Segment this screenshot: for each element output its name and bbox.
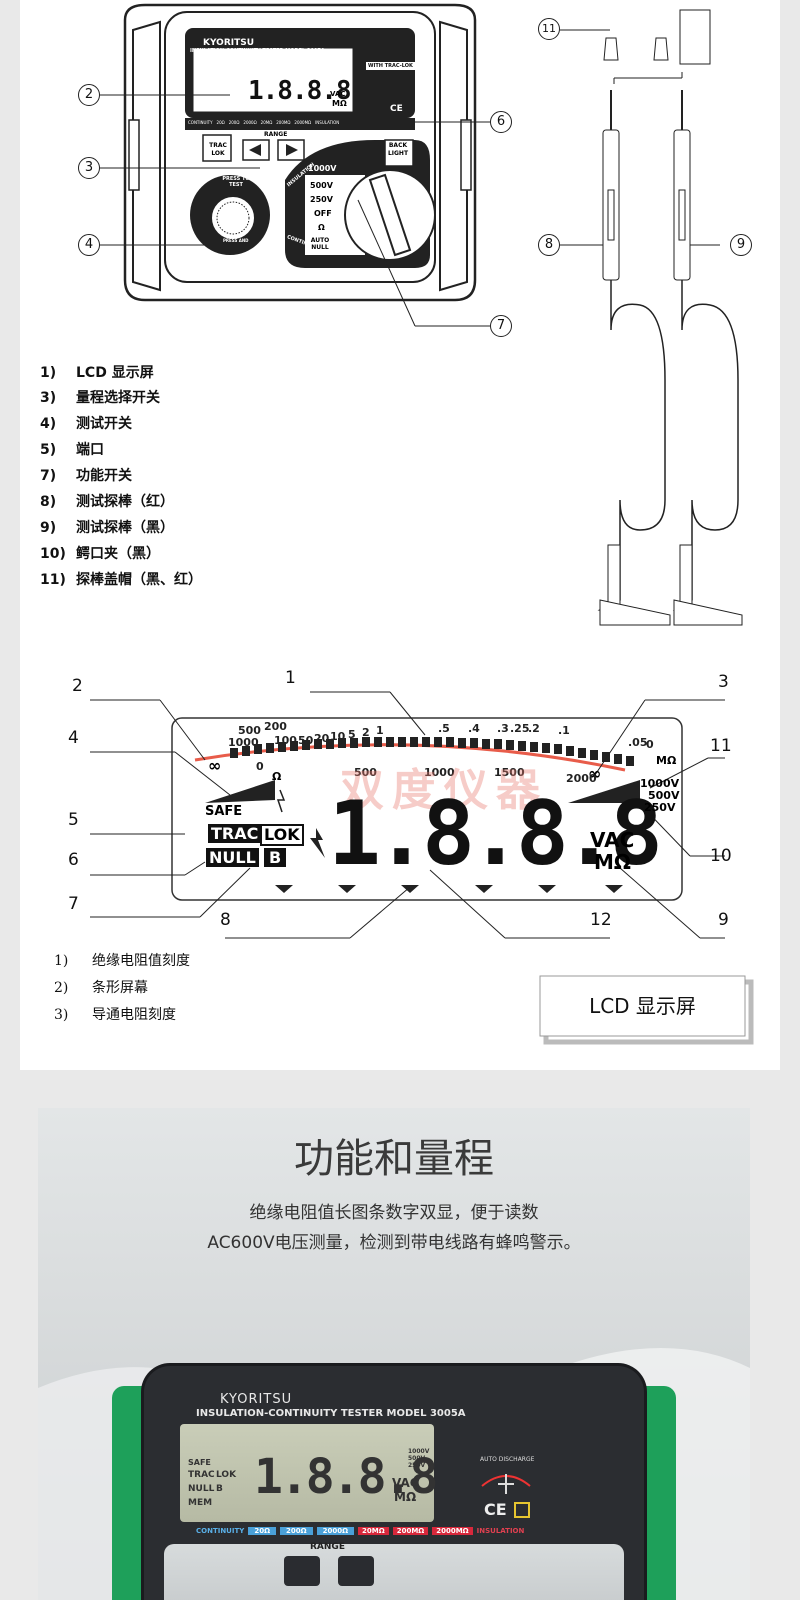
photo-lcd: SAFE TRAC LOK NULL B MEM 1.8.8.8 VAC MΩ … [180,1424,438,1522]
lcd-unit-label: MΩ [594,850,631,874]
photo-brand: KYORITSU [220,1392,293,1407]
device-press-and-label: PRESS AND [223,238,249,243]
lcd-callout-3: 3 [718,672,729,692]
lcd-scale-ohm: Ω [272,770,282,783]
legend-item: 3)量程选择开关 [40,390,160,406]
photo-ce-mark: CE [484,1500,507,1519]
device-dial-250v: 250V [310,195,333,204]
photo-range-label: RANGE [310,1542,345,1552]
device-press-to-test-label: PRESS TO TEST [222,176,250,188]
lcd-caption-box-label: LCD 显示屏 [589,994,696,1018]
section-line-2: AC600V电压测量，检测到带电线路有蜂鸣警示。 [207,1233,581,1253]
lcd-b-label: B [264,848,287,867]
legend-item: 3)导通电阻刻度 [54,1007,176,1023]
callout-7: 7 [490,315,512,337]
section-title: 功能和量程 [294,1136,494,1182]
device-unit-mohm: MΩ [332,99,347,108]
lcd-diagram-card: 500 200 1000 100 50 20 10 5 2 1 .5 .4 .3… [20,640,780,1070]
lcd-callout-11: 11 [710,736,732,756]
lcd-callout-8: 8 [220,910,231,930]
lcd-safe-label: SAFE [205,804,243,819]
photo-range-right-button[interactable] [338,1556,374,1586]
device-trac-lok-label: WITH TRAC-LOK [366,62,415,70]
device-diagram-card: KYORITSU INSULATION-CONTINUITY TESTER MO… [20,0,780,640]
photo-square-mark [514,1502,530,1518]
lcd-scale-mohm: MΩ [656,754,677,767]
legend-item: 7)功能开关 [40,468,132,484]
section-line-1: 绝缘电阻值长图条数字双显，便于读数 [249,1203,539,1223]
lcd-callout-2: 2 [72,676,83,696]
photo-model-line: INSULATION-CONTINUITY TESTER MODEL 3005A [196,1408,466,1419]
lcd-digits: 1.8.8.8 [328,782,663,885]
device-brand: KYORITSU [203,38,255,48]
legend-item: 1)绝缘电阻值刻度 [54,953,190,969]
callout-6: 6 [490,111,512,133]
lcd-scale-inf-left: ∞ [208,756,222,775]
device-dial-1000v: 1000V [308,164,337,173]
lcd-callout-6: 6 [68,850,79,870]
photo-lower-panel [164,1544,624,1600]
callout-3: 3 [78,157,100,179]
device-trac-lok-button-label[interactable]: TRAC LOK [209,142,227,157]
legend-item: 4)测试开关 [40,416,132,432]
callout-8: 8 [538,234,560,256]
lcd-lok-label: LOK [260,824,304,846]
photo-discharge-icon [481,1474,531,1494]
callout-9: 9 [730,234,752,256]
device-dial-auto-null: AUTO NULL [310,237,330,251]
callout-lines-1 [100,9,743,626]
feature-section: 功能和量程 绝缘电阻值长图条数字双显，便于读数 AC600V电压测量，检测到带电… [38,1108,750,1600]
device-ce-mark: CE [390,104,403,114]
lcd-callout-5: 5 [68,810,79,830]
lcd-null-label: NULL [206,848,259,867]
lcd-scale-top: 500 200 1000 100 50 20 10 5 2 1 .5 .4 .3… [228,720,654,751]
legend-item: 11)探棒盖帽（黑、红） [40,572,202,588]
device-dial-off: OFF [314,209,332,218]
legend-item: 5)端口 [40,442,104,458]
legend-item: 1)LCD 显示屏 [40,365,154,381]
lcd-callout-9: 9 [718,910,729,930]
device-photo: KYORITSU INSULATION-CONTINUITY TESTER MO… [112,1366,676,1600]
lcd-watermark: 双度仪器 [340,765,548,816]
lcd-drawing [90,691,754,1045]
device-dial-ohm: Ω [318,223,325,232]
device-back-light-label[interactable]: BACK LIGHT [387,142,409,157]
lcd-callout-12: 12 [590,910,612,930]
device-model-line: INSULATION-CONTINUITY TESTER MODEL 3007A [190,48,325,54]
legend-item: 9)测试探棒（黑） [40,520,174,536]
lcd-volt-ranges: 1000V 500V 250V [640,777,680,814]
legend-item: 10)鳄口夹（黑） [40,546,160,562]
device-dial-500v: 500V [310,181,333,190]
tester-drawing [123,3,477,302]
callout-2: 2 [78,84,100,106]
legend-item: 8)测试探棒（红） [40,494,174,510]
legend-item: 2)条形屏幕 [54,980,148,996]
photo-range-bar: CONTINUITY 20Ω 200Ω 2000Ω 20MΩ 200MΩ 200… [196,1527,525,1535]
photo-auto-discharge: AUTO DISCHARGE [480,1456,535,1463]
photo-range-left-button[interactable] [284,1556,320,1586]
lcd-scale-inf-right: ∞ [588,764,602,783]
lcd-callout-1: 1 [285,668,296,688]
callout-11: 11 [538,18,560,40]
device-unit-vac: VAC [330,90,346,98]
lcd-scale-bottom: 0 500 1000 1500 2000 [256,760,597,785]
lcd-vac-label: VAC [590,828,635,852]
lcd-callout-7: 7 [68,894,79,914]
lcd-callout-10: 10 [710,846,732,866]
callout-4: 4 [78,234,100,256]
device-lcd-digits: 1.8.8.8 [248,76,352,106]
lcd-trac-label: TRAC [208,824,262,843]
lcd-callout-4: 4 [68,728,79,748]
device-range-label: RANGE [264,131,288,138]
